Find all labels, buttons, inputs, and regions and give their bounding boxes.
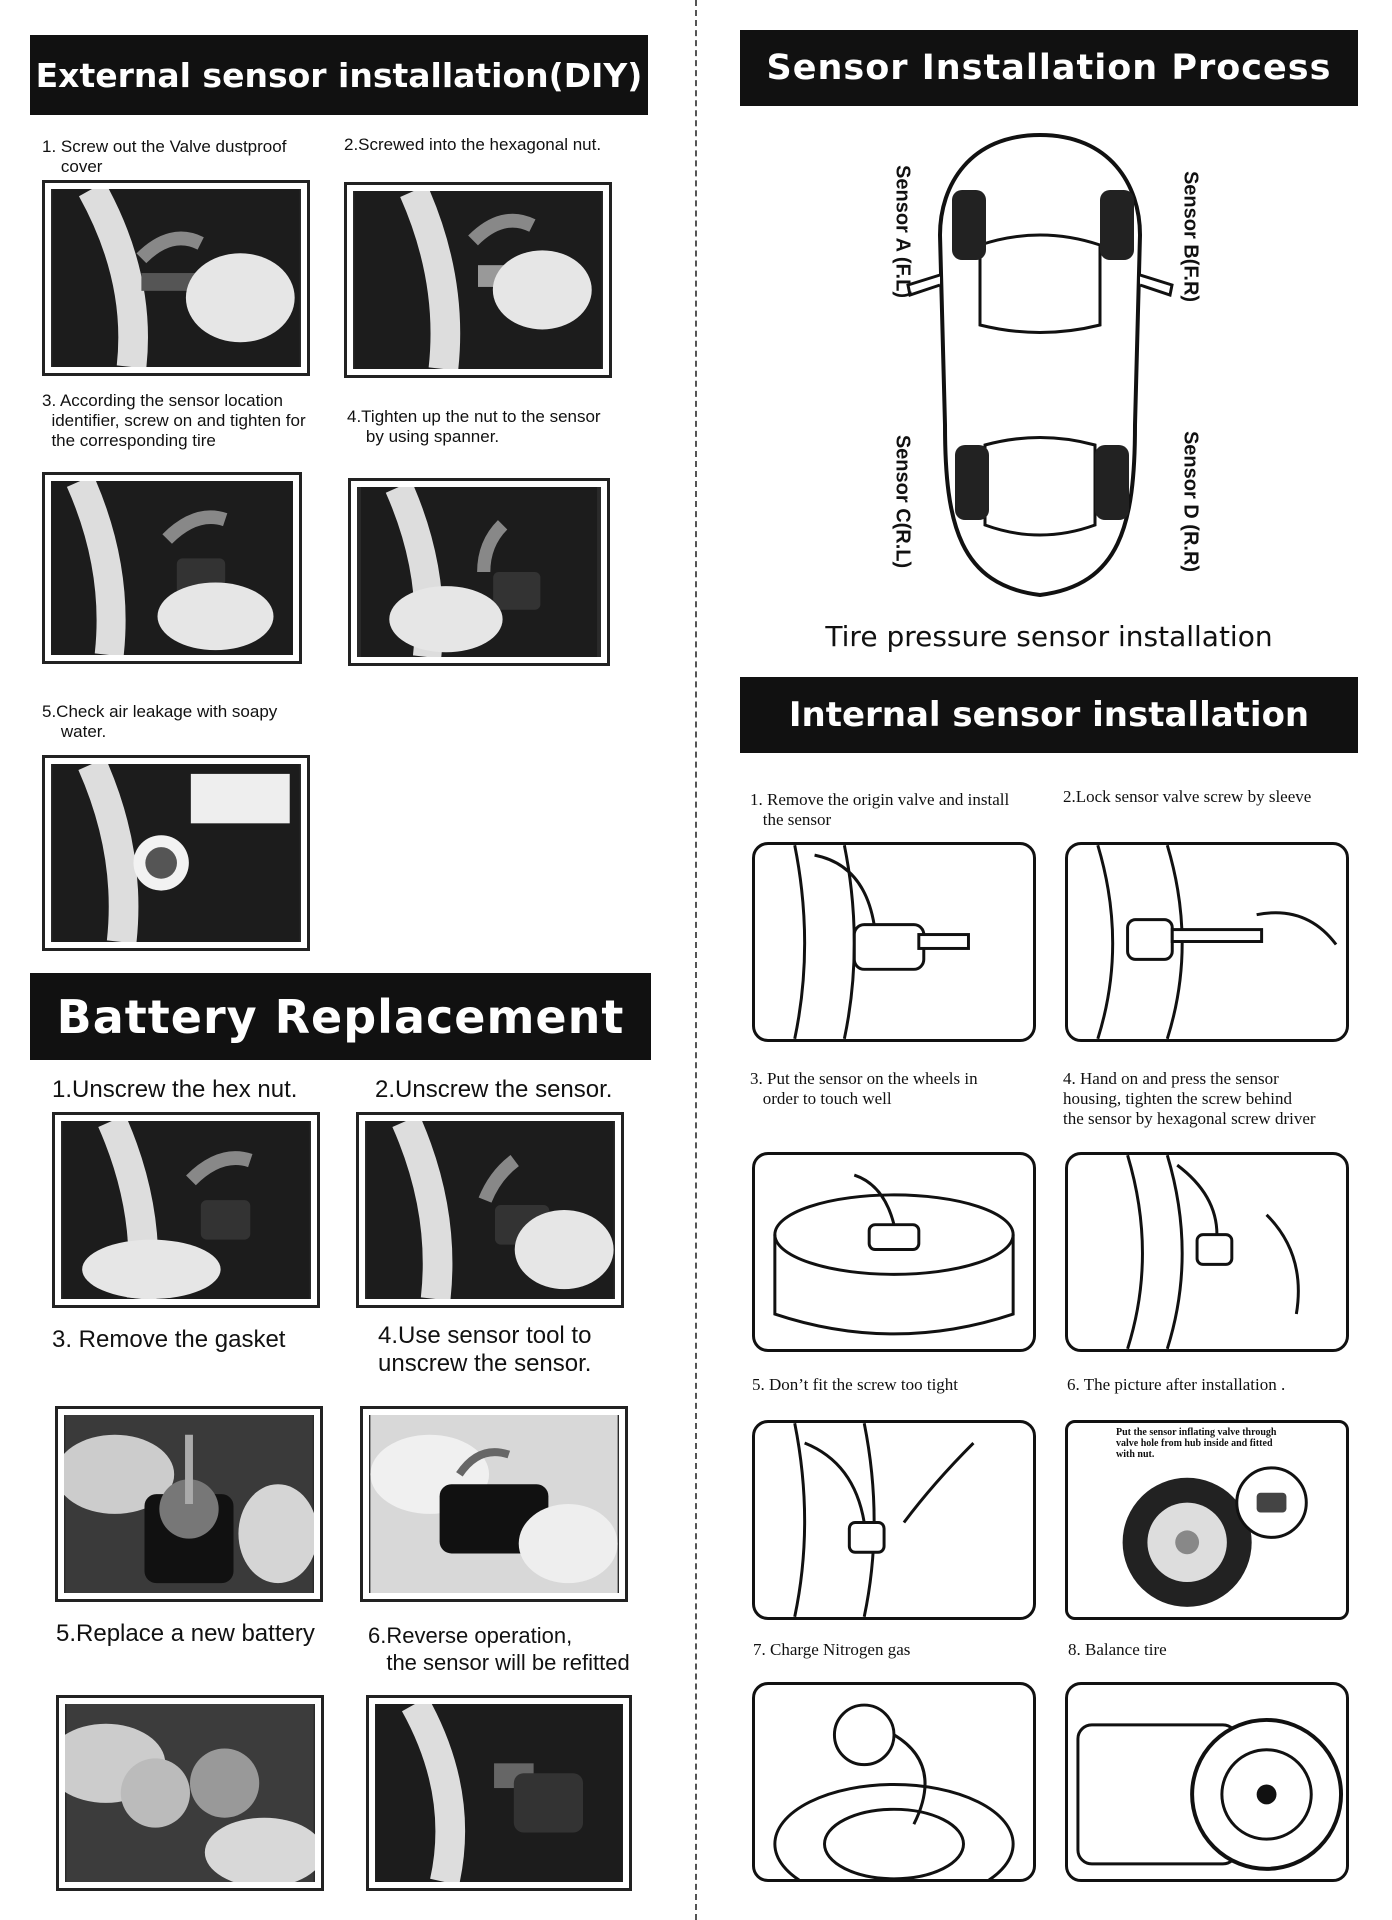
inset-note: Put the sensor inflating valve through v…: [1116, 1427, 1277, 1460]
external-photo-4: [348, 478, 610, 666]
arrow-icon: [186, 1151, 253, 1186]
external-step-3: 3. According the sensor location identif…: [42, 391, 306, 450]
external-step-1: 1. Screw out the Valve dustproof cover: [42, 137, 287, 176]
battery-photo-6: [366, 1695, 632, 1891]
unscrew-sensor-photo: [366, 1121, 614, 1299]
tire-front-right: [1100, 190, 1134, 260]
battery-step-3: 3. Remove the gasket: [52, 1326, 286, 1353]
battery-step-5: 5.Replace a new battery: [56, 1620, 315, 1647]
internal-drawing-7: [752, 1682, 1036, 1882]
battery-photo-5: [56, 1695, 324, 1891]
internal-step-2: 2.Lock sensor valve screw by sleeve: [1063, 787, 1312, 806]
spanner-photo: [360, 487, 598, 657]
sensor-tool-photo: [370, 1415, 618, 1593]
battery-photo: [65, 1704, 315, 1882]
internal-step-8: 8. Balance tire: [1068, 1640, 1167, 1659]
internal-drawing-4: [1065, 1152, 1349, 1352]
internal-step-3: 3. Put the sensor on the wheels in order…: [750, 1069, 978, 1108]
internal-step-7: 7. Charge Nitrogen gas: [753, 1640, 911, 1659]
arrow-icon: [456, 1448, 511, 1477]
screwdriver-drawing: [1126, 1155, 1300, 1349]
process-title: Sensor Installation Process: [766, 48, 1332, 88]
sensor-d-label: Sensor D (R.R): [1179, 430, 1202, 573]
internal-step-6: 6. The picture after installation .: [1067, 1375, 1286, 1394]
internal-step-1: 1. Remove the origin valve and install t…: [750, 790, 1010, 829]
unscrew-nut-photo: [62, 1121, 310, 1299]
tire-front-left: [952, 190, 986, 260]
process-caption: Tire pressure sensor installation: [825, 620, 1273, 653]
install-sensor-drawing: [793, 845, 970, 1039]
internal-drawing-3: [752, 1152, 1036, 1352]
battery-step-2: 2.Unscrew the sensor.: [375, 1076, 613, 1103]
sensor-a-label: Sensor A (F.L): [891, 165, 914, 298]
battery-step-6: 6.Reverse operation, the sensor will be …: [368, 1623, 630, 1675]
battery-step-4: 4.Use sensor tool to unscrew the sensor.: [378, 1322, 592, 1377]
internal-drawing-2: [1065, 842, 1349, 1042]
internal-drawing-5: [752, 1420, 1036, 1620]
internal-step-4: 4. Hand on and press the sensor housing,…: [1063, 1069, 1316, 1128]
arrow-icon: [468, 213, 536, 246]
sensor-screw-photo: [51, 481, 293, 655]
internal-title: Internal sensor installation: [788, 695, 1310, 735]
internal-drawing-1: [752, 842, 1036, 1042]
valve-cap-photo: [52, 189, 300, 367]
refitted-sensor-photo: [375, 1704, 623, 1882]
external-photo-1: [42, 180, 310, 376]
battery-photo-1: [52, 1112, 320, 1308]
balance-tire-drawing: [1076, 1717, 1344, 1871]
battery-photo-4: [360, 1406, 628, 1602]
gasket-photo: [64, 1415, 314, 1593]
internal-title-banner: Internal sensor installation: [740, 677, 1358, 753]
external-step-5: 5.Check air leakage with soapy water.: [42, 702, 278, 741]
external-photo-2: [344, 182, 612, 378]
arrow-icon: [162, 510, 228, 544]
battery-step-1: 1.Unscrew the hex nut.: [52, 1076, 298, 1103]
sensor-b-label: Sensor B(F.R): [1179, 170, 1202, 303]
sensor-c-label: Sensor C(R.L): [891, 434, 914, 569]
car-diagram: [906, 132, 1174, 598]
external-step-2: 2.Screwed into the hexagonal nut.: [344, 135, 602, 154]
external-step-4: 4.Tighten up the nut to the sensor by us…: [347, 407, 601, 446]
external-photo-3: [42, 472, 302, 664]
internal-drawing-8: [1065, 1682, 1349, 1882]
battery-photo-3: [55, 1406, 323, 1602]
arrow-icon: [477, 520, 508, 573]
sleeve-drawing: [1096, 845, 1338, 1039]
arrow-icon: [478, 1155, 520, 1203]
arrow-icon: [136, 231, 204, 264]
tire-rear-left: [955, 445, 989, 520]
external-title-banner: External sensor installation(DIY): [30, 35, 648, 115]
battery-title-banner: Battery Replacement: [30, 973, 651, 1060]
hex-nut-photo: [354, 191, 602, 369]
external-title: External sensor installation(DIY): [35, 55, 643, 95]
internal-drawing-6: Put the sensor inflating valve through v…: [1065, 1420, 1349, 1620]
tire-rear-right: [1095, 445, 1129, 520]
external-photo-5: [42, 755, 310, 951]
screw-tight-drawing: [793, 1423, 975, 1617]
after-installation-drawing: [1122, 1466, 1308, 1607]
battery-photo-2: [356, 1112, 624, 1308]
wheel-sensor-drawing: [773, 1173, 1015, 1336]
internal-step-5: 5. Don’t fit the screw too tight: [752, 1375, 959, 1394]
column-divider: [695, 0, 697, 1920]
battery-title: Battery Replacement: [56, 989, 625, 1044]
soapy-water-photo: [52, 764, 300, 942]
nitrogen-drawing: [773, 1703, 1015, 1879]
process-title-banner: Sensor Installation Process: [740, 30, 1358, 106]
